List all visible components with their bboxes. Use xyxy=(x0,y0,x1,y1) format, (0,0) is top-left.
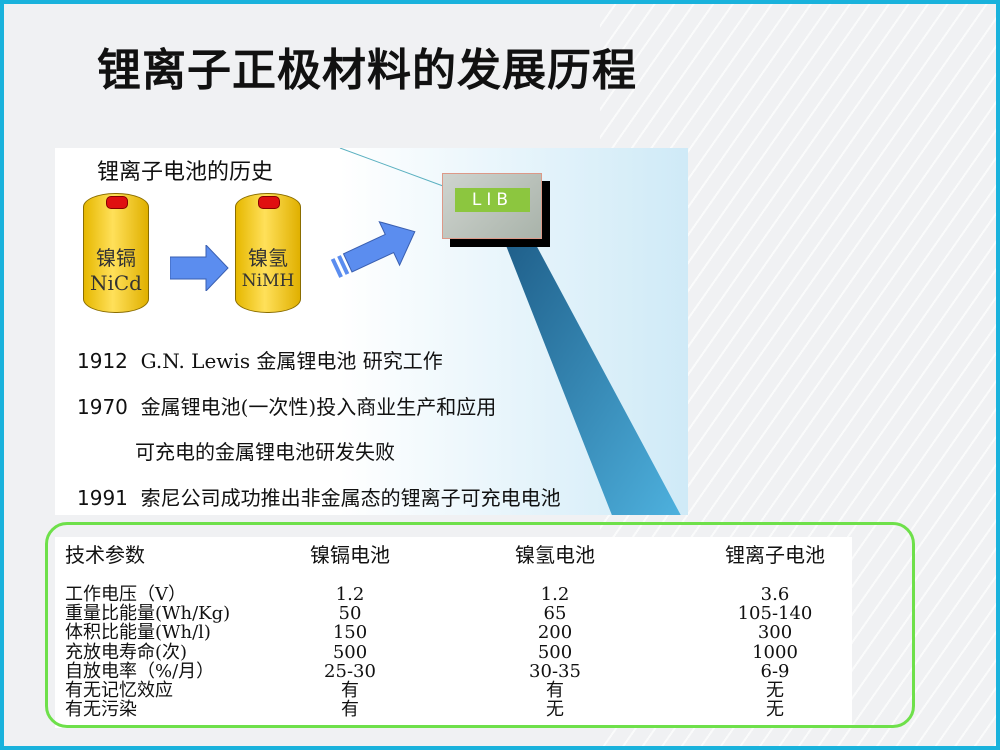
arrow-icon xyxy=(170,245,229,291)
table-header: 技术参数镍镉电池镍氢电池锂离子电池 xyxy=(65,543,825,567)
table-cell: 6-9 xyxy=(760,660,790,682)
table-cell: 200 xyxy=(537,622,573,644)
table-cell: 有无记忆效应 xyxy=(65,680,173,701)
table-cell: 有 xyxy=(341,680,359,701)
table-cell: 有无污染 xyxy=(65,699,137,721)
table-cell: 50 xyxy=(338,603,362,625)
table-cell: 500 xyxy=(332,641,368,663)
table-cell: 105-140 xyxy=(737,603,813,625)
table-row: 体积比能量(Wh/l) 150 200 300 xyxy=(55,623,852,642)
table-cell: 500 xyxy=(537,641,573,663)
table-cell: 体积比能量(Wh/l) xyxy=(65,622,211,644)
table-cell: 30-35 xyxy=(529,660,581,682)
timeline-item: 可充电的金属锂电池研发失败 xyxy=(135,440,395,464)
battery-cap xyxy=(258,196,280,209)
table-cell: 150 xyxy=(332,622,368,644)
table-cell: 自放电率（%/月） xyxy=(65,660,215,682)
battery-cap xyxy=(106,196,128,209)
table-cell: 1.2 xyxy=(335,584,365,605)
table-row: 有无记忆效应 有 有 无 xyxy=(55,681,852,700)
figure-heading: 锂离子电池的历史 xyxy=(97,160,274,185)
table-cell: 工作电压（V） xyxy=(65,584,186,605)
table-cell: 3.6 xyxy=(760,584,790,605)
light-beam xyxy=(505,243,681,515)
table-cell: 25-30 xyxy=(324,660,376,682)
timeline-item: 1970 金属锂电池(一次性)投入商业生产和应用 xyxy=(77,395,497,419)
table-outline xyxy=(45,522,915,728)
table-cell: 充放电寿命(次) xyxy=(65,641,188,663)
battery-nicd: 镍镉 NiCd xyxy=(83,193,149,313)
table-row: 有无污染 有 无 无 xyxy=(55,700,852,719)
table-cell: 无 xyxy=(766,680,784,701)
thin-line xyxy=(339,148,444,187)
lithium-battery-image: LIB xyxy=(442,173,542,239)
table-cell: 1.2 xyxy=(540,584,570,605)
table-row: 充放电寿命(次) 500 500 1000 xyxy=(55,643,852,662)
table-cell: 300 xyxy=(757,622,793,644)
table-cell: 65 xyxy=(543,603,567,625)
timeline-item: 1991 索尼公司成功推出非金属态的锂离子可充电电池 xyxy=(77,486,561,510)
table-cell: 有 xyxy=(546,680,564,701)
table-cell: 有 xyxy=(341,699,359,721)
slide-title: 锂离子正极材料的发展历程 xyxy=(97,45,637,96)
table-cell: 无 xyxy=(766,699,784,721)
arrow-icon xyxy=(330,220,416,278)
table-cell: 1000 xyxy=(752,641,798,663)
table-cell: 无 xyxy=(546,699,564,721)
history-figure: 锂离子电池的历史 镍镉 NiCd 镍氢 NiMH LIB 1912 G.N. L… xyxy=(55,148,688,515)
table-row: 重量比能量(Wh/Kg) 50 65 105-140 xyxy=(55,604,852,623)
table-cell: 重量比能量(Wh/Kg) xyxy=(65,603,231,625)
table-row: 自放电率（%/月） 25-30 30-35 6-9 xyxy=(55,662,852,681)
battery-nimh: 镍氢 NiMH xyxy=(235,193,301,313)
timeline-item: 1912 G.N. Lewis 金属锂电池 研究工作 xyxy=(77,349,443,373)
table-row: 工作电压（V） 1.2 1.2 3.6 xyxy=(55,585,852,604)
